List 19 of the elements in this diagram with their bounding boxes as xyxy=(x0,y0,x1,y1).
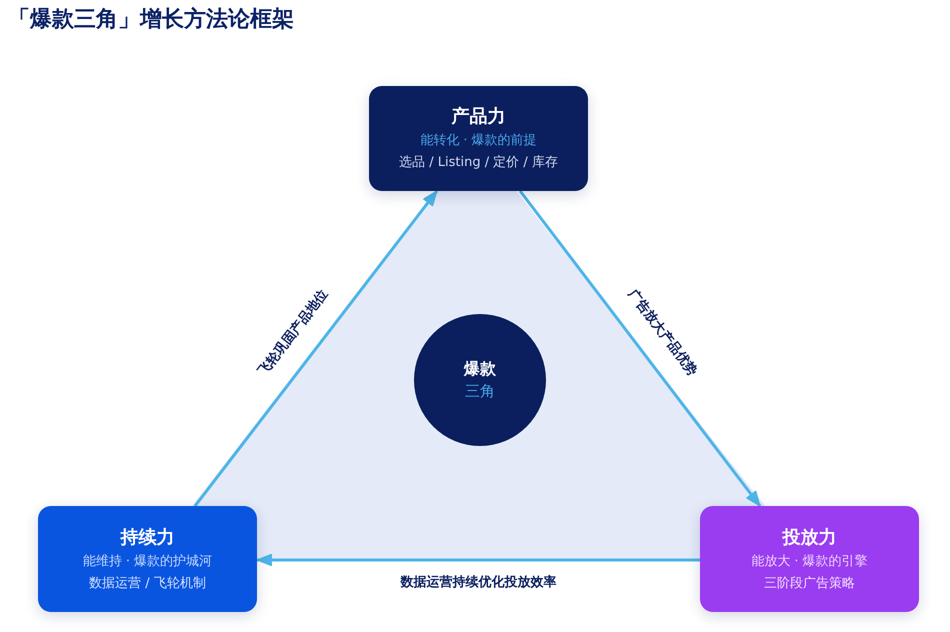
card-title: 产品力 xyxy=(452,105,506,129)
circle-title: 爆款 xyxy=(464,358,496,380)
card-subtitle: 能转化 · 爆款的前提 xyxy=(420,132,537,150)
edge-label: 数据运营持续优化投放效率 xyxy=(398,574,558,591)
card-detail: 三阶段广告策略 xyxy=(764,574,855,592)
card-detail: 数据运营 / 飞轮机制 xyxy=(89,574,206,592)
card-subtitle: 能放大 · 爆款的引擎 xyxy=(751,552,868,570)
arrow xyxy=(518,190,762,507)
card-subtitle: 能维持 · 爆款的护城河 xyxy=(82,552,212,570)
rounded-card xyxy=(369,86,588,191)
page-title: 「爆款三角」增长方法论框架 xyxy=(8,6,294,34)
card-title: 投放力 xyxy=(782,526,836,550)
rounded-card xyxy=(700,506,919,612)
circle-subtitle: 三角 xyxy=(465,381,495,402)
card-detail: 选品 / Listing / 定价 / 库存 xyxy=(399,154,558,172)
rounded-card xyxy=(38,506,257,612)
arrow xyxy=(194,190,438,507)
arrow xyxy=(256,553,700,566)
card-title: 持续力 xyxy=(120,526,174,550)
